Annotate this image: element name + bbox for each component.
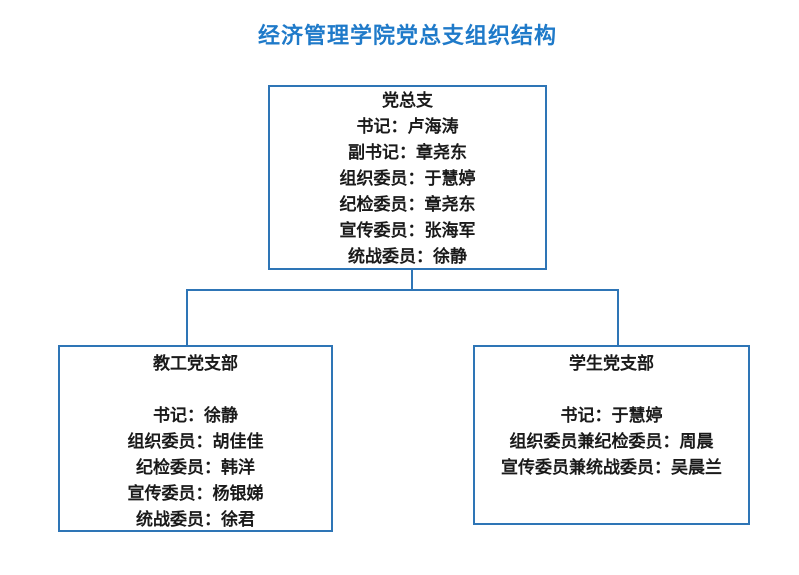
page-title: 经济管理学院党总支组织结构: [257, 23, 557, 48]
root-member-deputy-secretary: 副书记：章尧东: [348, 143, 467, 162]
student-branch-name: 学生党支部: [569, 354, 654, 373]
faculty-member-united-front: 统战委员：徐君: [136, 510, 255, 529]
connector-horizontal-bar: [186, 289, 619, 291]
faculty-member-organization: 组织委员：胡佳佳: [127, 432, 264, 451]
student-member-secretary: 书记：于慧婷: [560, 406, 663, 425]
org-box-faculty-branch: 教工党支部 书记：徐静 组织委员：胡佳佳 纪检委员：韩洋 宣传委员：杨银娣 统战…: [58, 345, 333, 532]
root-member-discipline: 纪检委员：章尧东: [339, 195, 476, 214]
root-member-united-front: 统战委员：徐静: [348, 247, 467, 266]
faculty-member-publicity: 宣传委员：杨银娣: [127, 484, 264, 503]
root-member-secretary: 书记：卢海涛: [356, 117, 459, 136]
connector-left-branch-drop: [186, 289, 188, 347]
connector-root-stem: [411, 270, 413, 291]
org-box-student-branch: 学生党支部 书记：于慧婷 组织委员兼纪检委员：周晨 宣传委员兼统战委员：吴晨兰: [473, 345, 750, 525]
connector-right-branch-drop: [617, 289, 619, 347]
root-member-publicity: 宣传委员：张海军: [339, 221, 476, 240]
faculty-member-discipline: 纪检委员：韩洋: [136, 458, 255, 477]
student-member-publicity-united-front: 宣传委员兼统战委员：吴晨兰: [501, 458, 722, 477]
root-member-organization: 组织委员：于慧婷: [339, 169, 476, 188]
faculty-branch-name: 教工党支部: [153, 354, 238, 373]
student-member-organization-discipline: 组织委员兼纪检委员：周晨: [509, 432, 714, 451]
org-box-root: 党总支 书记：卢海涛 副书记：章尧东 组织委员：于慧婷 纪检委员：章尧东 宣传委…: [268, 85, 547, 270]
faculty-member-secretary: 书记：徐静: [153, 406, 238, 425]
root-box-name: 党总支: [382, 91, 433, 110]
